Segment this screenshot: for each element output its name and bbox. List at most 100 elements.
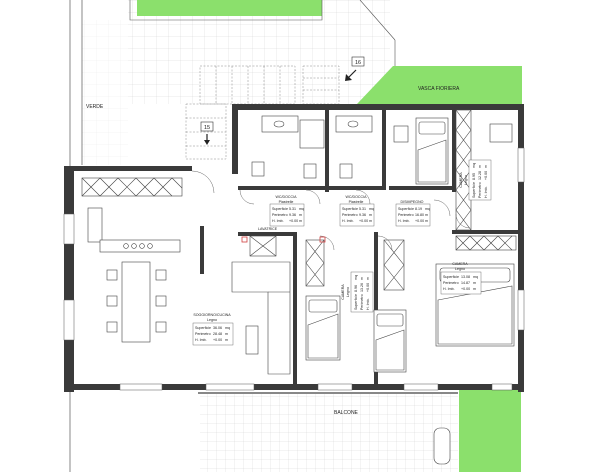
terrace-top-paving (128, 0, 390, 104)
wc1-title: WC/DOCCIA (276, 195, 298, 199)
sg-r1-u: m (225, 332, 228, 336)
dis-r2-v: +0.00 (415, 219, 424, 223)
sg-r0-v: 36.06 (213, 326, 222, 330)
camera-mid-title: CAMERA (341, 284, 345, 300)
cm-r0-v: 13.08 (461, 275, 470, 279)
cr-r0-v: 8.95 (472, 173, 476, 180)
balcone-label: BALCONE (334, 410, 359, 416)
sg-r2-v: +0.00 (213, 338, 222, 342)
terrace-diagonal (359, 0, 396, 41)
wc1-r2-u: m (299, 219, 302, 223)
wc2-r2-v: +0.00 (359, 219, 368, 223)
red-marker-right (319, 236, 326, 243)
wc2-title: WC/DOCCIA (346, 195, 368, 199)
cmid-r2-k: H. Imb. (366, 298, 370, 310)
cr-r0-k: Superficie (472, 182, 476, 198)
wc1-r2-k: H. Imb. (272, 219, 284, 223)
cr-r2-k: H. Imb. (484, 186, 488, 198)
wc2-r0-k: Superficie (342, 207, 358, 211)
sg-r2-k: H. Imb. (195, 338, 207, 342)
cmid-r2-u: m (366, 277, 370, 280)
balcony-paving (200, 392, 458, 472)
cr-r2-u: m (484, 165, 488, 168)
wc1-r1-v: 9.36 (289, 213, 296, 217)
dis-r1-u: m (425, 213, 428, 217)
vasca-label: VASCA FIORIERA (418, 86, 460, 92)
wc2-r0-u: mq (369, 207, 374, 211)
beds (305, 117, 515, 373)
interior-walls (200, 110, 518, 384)
wc1-r1-u: m (299, 213, 302, 217)
room-disimpegno: DISIMPEGNO Superficie 8.19 mq Perimetro … (395, 200, 431, 227)
marker-16-label: 16 (355, 60, 361, 66)
camera-main-floor: Legno (455, 267, 465, 271)
living-furniture (87, 207, 291, 375)
cmid-r1-k: Perimetro (360, 294, 364, 310)
sg-r2-u: m (225, 338, 228, 342)
dis-r2-k: H. Imb. (398, 219, 410, 223)
dis-r0-v: 8.19 (415, 207, 422, 211)
terrace-left-paving (82, 20, 128, 165)
dis-r1-v: 16.80 (415, 213, 424, 217)
wc2-r1-k: Perimetro (342, 213, 358, 217)
soggiorno-floor: Legno (207, 318, 217, 322)
marker-16: 16 (345, 56, 365, 81)
red-marker-left (241, 236, 248, 243)
cmid-r2-v: +0.00 (366, 283, 370, 292)
terrace-rail (129, 0, 323, 21)
sg-r0-k: Superficie (195, 326, 211, 330)
wc1-floor: Piastrelle (279, 200, 294, 204)
verde-label: VERDE (86, 104, 104, 110)
wc2-r2-u: m (369, 219, 372, 223)
wc2-floor: Piastrelle (349, 200, 364, 204)
planter-box (357, 66, 522, 104)
cm-r2-k: H. Imb. (443, 287, 455, 291)
cm-r0-k: Superficie (443, 275, 459, 279)
stairs (185, 65, 340, 160)
exterior-walls (64, 104, 524, 392)
wc1-r0-u: mq (299, 207, 304, 211)
wardrobes (81, 109, 517, 291)
dis-r0-k: Superficie (398, 207, 414, 211)
cr-r2-v: +0.00 (484, 171, 488, 180)
wc2-r0-v: 5.31 (359, 207, 366, 211)
lavatrice-label: LAVATRICE (258, 227, 278, 231)
cr-r1-u: m (478, 165, 482, 168)
cm-r1-k: Perimetro (443, 281, 459, 285)
balcony-railing (198, 392, 458, 394)
cr-r0-u: mq (472, 163, 476, 168)
cr-r1-k: Perimetro (478, 182, 482, 198)
dis-r1-k: Perimetro (398, 213, 414, 217)
room-wc1: WC/DOCCIA Piastrelle Superficie 5.31 mq … (269, 195, 305, 227)
room-soggiorno: SOGGIORNO/CUCINA Legno Superficie 36.06 … (192, 313, 234, 346)
cm-r0-u: mq (473, 275, 478, 279)
sg-r1-k: Perimetro (195, 332, 211, 336)
wc1-r1-k: Perimetro (272, 213, 288, 217)
wc1-r0-k: Superficie (272, 207, 288, 211)
cmid-r1-u: m (360, 277, 364, 280)
wc2-r1-v: 9.36 (359, 213, 366, 217)
disimpegno-title: DISIMPEGNO (401, 200, 424, 204)
cmid-r0-v: 8.96 (354, 285, 358, 292)
room-camera-mid: CAMERA Legno Superficie 8.96 mq Perimetr… (341, 271, 374, 313)
green-strip-top (137, 0, 322, 16)
cm-r2-u: m (473, 287, 476, 291)
wc2-r2-k: H. Imb. (342, 219, 354, 223)
dis-r0-u: mq (425, 207, 430, 211)
sg-r0-u: mq (225, 326, 230, 330)
door-swings (191, 170, 471, 251)
room-camera-main: CAMERA Legno Superficie 13.08 mq Perimet… (440, 262, 482, 295)
room-wc2: WC/DOCCIA Piastrelle Superficie 5.31 mq … (339, 195, 375, 227)
cmid-r0-u: mq (354, 275, 358, 280)
green-area-bottom (459, 390, 521, 472)
camera-right-title: CAMERA (459, 172, 463, 188)
bathroom-fixtures (251, 115, 513, 465)
cr-r1-v: 12.28 (478, 171, 482, 180)
cm-r1-u: m (473, 281, 476, 285)
wc1-r0-v: 5.31 (289, 207, 296, 211)
room-camera-right: CAMERA Legno Superficie 8.95 mq Perimetr… (459, 159, 492, 201)
dis-r2-u: m (425, 219, 428, 223)
cm-r1-v: 14.87 (461, 281, 470, 285)
marker-15-label: 15 (204, 125, 210, 131)
